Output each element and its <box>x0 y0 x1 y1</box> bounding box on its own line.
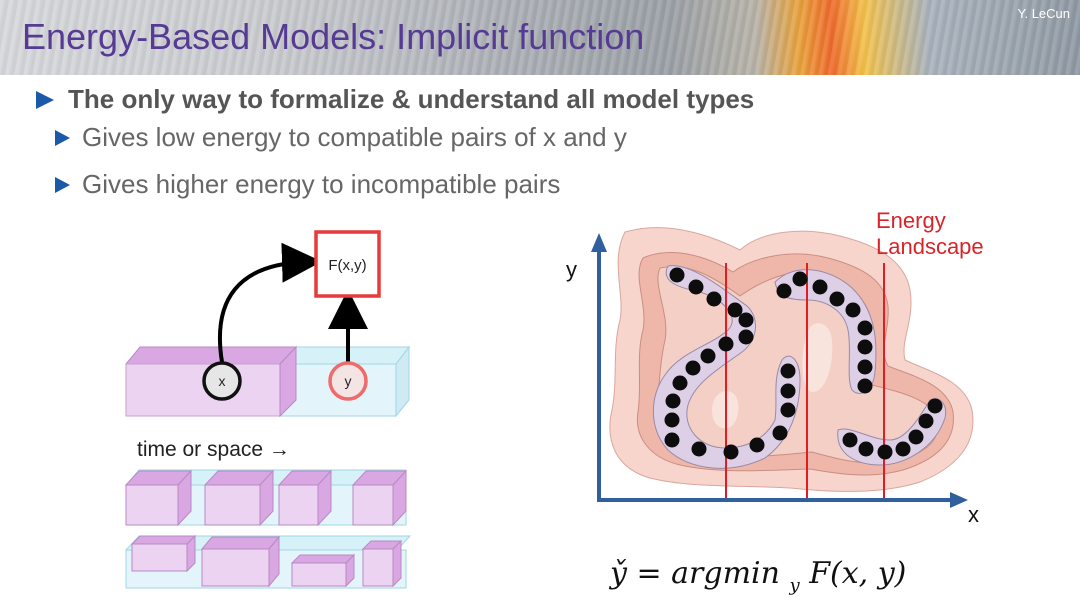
svg-text:y̌ = argmin y F(x,: y̌ = argmin y F(x, y) <box>608 556 906 599</box>
bullet-triangle-icon <box>36 90 54 109</box>
data-point <box>700 348 716 364</box>
inference-formula: y̌ = argmin y F(x, y) <box>608 556 906 599</box>
data-point <box>738 312 754 328</box>
x-to-f-arrow <box>217 242 322 363</box>
formula-main: y̌ = argmin <box>608 556 780 591</box>
x-axis-label: x <box>968 502 979 527</box>
bullet-sub-1-text: Gives low energy to compatible pairs of … <box>82 122 627 152</box>
data-point <box>691 441 707 457</box>
data-point <box>829 291 845 307</box>
data-point <box>706 291 722 307</box>
energy-function-box <box>314 230 381 298</box>
data-point <box>669 267 685 283</box>
data-point <box>877 444 893 460</box>
axis-caption: time or space → <box>137 438 290 461</box>
x-variable-label: x <box>219 373 226 389</box>
slide-title: Energy-Based Models: Implicit function <box>22 16 645 57</box>
formula-rest: F(x, y) <box>808 556 906 591</box>
segmented-sequence-1 <box>124 469 408 527</box>
bullet-sub-1: Gives low energy to compatible pairs of … <box>55 122 627 153</box>
data-point <box>845 302 861 318</box>
landscape-title-line2: Landscape <box>876 234 984 259</box>
data-point <box>858 441 874 457</box>
data-point <box>812 279 828 295</box>
data-point <box>688 279 704 295</box>
data-point <box>727 302 743 318</box>
data-point <box>776 283 792 299</box>
data-point <box>857 359 873 375</box>
author-label: Y. LeCun <box>1017 6 1070 21</box>
data-point <box>738 329 754 345</box>
data-points <box>664 267 943 460</box>
data-point <box>927 398 943 414</box>
energy-function-label: F(x,y) <box>328 257 366 274</box>
bullet-main: The only way to formalize & understand a… <box>36 84 754 115</box>
data-point <box>895 441 911 457</box>
x-axis-arrow-icon <box>950 492 968 508</box>
data-point <box>664 412 680 428</box>
data-point <box>842 432 858 448</box>
data-point <box>723 444 739 460</box>
data-point <box>664 432 680 448</box>
data-point <box>780 402 796 418</box>
data-point <box>672 375 688 391</box>
data-point <box>772 425 788 441</box>
bullet-triangle-icon <box>55 129 70 146</box>
formula-subscript: y <box>789 575 801 596</box>
y-variable-node <box>328 361 368 401</box>
data-point <box>749 437 765 453</box>
data-point <box>780 363 796 379</box>
landscape-title-line1: Energy <box>876 208 946 233</box>
bullet-sub-2: Gives higher energy to incompatible pair… <box>55 169 560 200</box>
segmented-sequence-2 <box>124 534 412 589</box>
data-point <box>918 413 934 429</box>
bullet-sub-2-text: Gives higher energy to incompatible pair… <box>82 169 561 199</box>
data-point <box>718 336 734 352</box>
data-point <box>665 393 681 409</box>
y-axis-arrow-icon <box>591 233 607 252</box>
title-bar <box>0 0 1080 75</box>
data-point <box>908 429 924 445</box>
data-point <box>857 378 873 394</box>
energy-valley-right <box>774 269 877 394</box>
bullet-triangle-icon <box>55 176 70 193</box>
bullet-main-text: The only way to formalize & understand a… <box>68 84 755 114</box>
data-point <box>857 339 873 355</box>
data-point <box>685 360 701 376</box>
data-point <box>780 383 796 399</box>
x-variable-node <box>202 361 242 401</box>
data-point <box>857 320 873 336</box>
y-variable-label: y <box>345 373 352 389</box>
data-point <box>792 271 808 287</box>
y-axis-label: y <box>566 257 577 282</box>
input-output-box <box>124 345 411 418</box>
